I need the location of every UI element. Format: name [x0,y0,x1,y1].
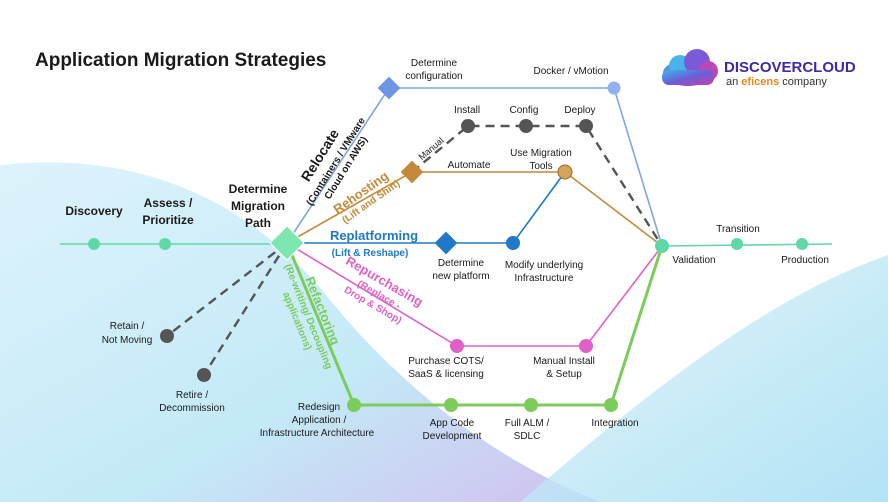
redesign-line2: Application / [292,415,347,426]
rehost-manual-line [411,124,664,247]
manual-install-node [579,339,593,353]
determine-platform-line2: new platform [432,271,489,282]
production-node [796,238,808,250]
integration-label: Integration [591,418,638,429]
logo-brand: DISCOVERCLOUD [724,59,856,76]
validation-label: Validation [672,255,715,266]
diagram-title: Application Migration Strategies [35,50,326,71]
app-code-node [444,398,458,412]
redesign-line1: Redesign [298,402,340,413]
background-wave-right [520,255,888,502]
determine-path-node [269,225,305,261]
retire-line1: Retire / [176,390,208,401]
assess-node [159,238,171,250]
determine-platform-line1: Determine [438,258,485,269]
determine-configuration-line2: configuration [405,71,462,82]
modify-infrastructure-line2: Infrastructure [515,273,574,284]
determine-label-line1: Determine [229,182,288,196]
replatform-title: Replatforming [330,228,418,243]
production-label: Production [781,255,829,266]
manual-install-line1: Manual Install [533,356,595,367]
migration-tools-node [557,164,573,180]
repurchase-path-line [286,242,663,347]
logo-tagline-post: company [779,76,827,88]
determine-configuration-line1: Determine [411,58,458,69]
purchase-cots-line2: SaaS & licensing [408,369,484,380]
redesign-node [347,398,361,412]
determine-label-line3: Path [245,216,271,230]
retain-line1: Retain / [110,321,145,332]
rehost-node [400,160,424,184]
docker-node [607,81,621,95]
full-alm-line2: SDLC [514,431,541,442]
install-node [461,119,475,133]
retain-path-line [166,242,288,337]
replatform-path-line [287,171,566,244]
config-node [519,119,533,133]
rehost-path-line [286,171,663,247]
retire-node [197,368,211,382]
modify-infrastructure-line1: Modify underlying [505,260,583,271]
discovery-label: Discovery [65,204,123,218]
deploy-label: Deploy [564,105,595,116]
manual-install-line2: & Setup [546,369,582,380]
automate-label: Automate [448,160,491,171]
logo-tagline-pre: an [726,76,741,88]
cloud-logo-icon [662,49,718,86]
retire-path-line [202,242,289,376]
deploy-node [579,119,593,133]
docker-label: Docker / vMotion [533,66,608,77]
determine-platform-node [434,231,458,255]
purchase-cots-line1: Purchase COTS/ [408,356,484,367]
app-code-line1: App Code [430,418,475,429]
determine-label-line2: Migration [231,199,285,213]
purchase-cots-node [450,339,464,353]
install-label: Install [454,105,480,116]
relocate-path-line [286,87,663,247]
validation-node [655,239,669,253]
determine-configuration-node [377,76,401,100]
svg-text:an eficens company: an eficens company [726,76,827,88]
assess-label-line1: Assess / [144,196,193,210]
full-alm-line1: Full ALM / [505,418,550,429]
app-code-line2: Development [423,431,482,442]
migration-tools-line2: Tools [529,161,552,172]
integration-node [604,398,618,412]
retire-line2: Decommission [159,403,225,414]
modify-infrastructure-node [506,236,520,250]
assess-label-line2: Prioritize [142,213,194,227]
migration-tools-line1: Use Migration [510,148,572,159]
replatform-sub: (Lift & Reshape) [332,248,409,259]
transition-label: Transition [716,224,760,235]
background-wave-left [0,162,600,502]
retain-node [160,329,174,343]
discovery-node [88,238,100,250]
redesign-line3: Infrastructure Architecture [260,428,375,439]
full-alm-node [524,398,538,412]
refactor-path-line [285,242,664,407]
config-label: Config [510,105,539,116]
retain-line2: Not Moving [102,335,153,346]
discovercloud-logo: DISCOVERCLOUD an eficens company [662,49,856,88]
transition-node [731,238,743,250]
logo-tagline-brand: eficens [741,76,779,88]
